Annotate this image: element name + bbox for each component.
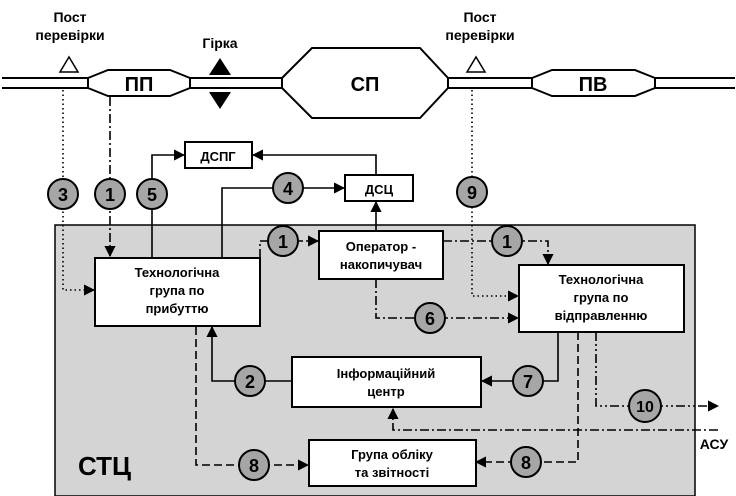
- asu-label: АСУ: [700, 436, 729, 452]
- marker-1-right: 1: [491, 225, 523, 257]
- marker-2: 2: [234, 365, 266, 397]
- post-left-line1: Пост: [53, 9, 86, 25]
- marker-8-left: 8: [238, 449, 270, 481]
- hump-label: Гірка: [202, 35, 237, 51]
- box-dsc: ДСЦ: [344, 174, 414, 202]
- box-dsc-label: ДСЦ: [365, 182, 394, 197]
- marker-4: 4: [272, 172, 304, 204]
- marker-10: 10: [628, 389, 662, 423]
- hump: Гірка: [202, 35, 238, 109]
- box-departure-line3: відправленню: [555, 308, 648, 323]
- post-right-triangle: [465, 55, 487, 73]
- post-right: Пост перевірки: [445, 9, 515, 73]
- connectors: [62, 90, 720, 471]
- box-arrival-line3: прибуттю: [146, 301, 209, 316]
- box-info-line2: центр: [367, 384, 404, 399]
- post-right-line1: Пост: [463, 9, 496, 25]
- post-left-line2: перевірки: [35, 27, 104, 43]
- box-dspg: ДСПГ: [184, 141, 253, 169]
- park-sorting-label: СП: [351, 74, 380, 96]
- park-sorting: СП: [281, 47, 449, 119]
- marker-10-text: 10: [636, 399, 654, 416]
- box-dspg-label: ДСПГ: [200, 149, 236, 164]
- marker-7: 7: [512, 365, 544, 397]
- marker-8-left-text: 8: [249, 456, 259, 476]
- park-arrival: ПП: [87, 69, 191, 97]
- box-departure-group: Технологічна група по відправленню: [518, 264, 685, 333]
- box-departure-line2: група по: [574, 290, 629, 305]
- marker-5: 5: [136, 178, 168, 210]
- marker-9: 9: [456, 176, 488, 208]
- park-arrival-label: ПП: [125, 74, 154, 96]
- marker-5-text: 5: [147, 185, 157, 205]
- box-operator: Оператор - накопичувач: [318, 230, 444, 280]
- box-arrival-line2: група по: [150, 283, 205, 298]
- hump-down-triangle: [209, 92, 231, 109]
- marker-8-right: 8: [510, 446, 542, 478]
- marker-8-right-text: 8: [521, 453, 531, 473]
- box-operator-line1: Оператор -: [346, 239, 416, 254]
- marker-6-text: 6: [425, 309, 435, 329]
- box-accounting-line1: Група обліку: [351, 447, 434, 462]
- box-arrival-group: Технологічна група по прибуттю: [94, 257, 261, 327]
- marker-1-mid: 1: [267, 225, 299, 257]
- box-operator-line2: накопичувач: [340, 257, 422, 272]
- marker-9-text: 9: [467, 183, 477, 203]
- marker-7-text: 7: [523, 372, 533, 392]
- marker-3-text: 3: [58, 185, 68, 205]
- park-departure-label: ПВ: [579, 74, 608, 96]
- box-info-center: Інформаційний центр: [291, 356, 482, 408]
- park-departure: ПВ: [531, 69, 656, 97]
- box-info-line1: Інформаційний: [337, 366, 435, 381]
- box-departure-line1: Технологічна: [559, 272, 645, 287]
- marker-6: 6: [414, 302, 446, 334]
- marker-1-right-text: 1: [502, 232, 512, 252]
- marker-1-left-text: 1: [105, 185, 115, 205]
- post-left: Пост перевірки: [35, 9, 105, 73]
- marker-1-left: 1: [94, 178, 126, 210]
- box-accounting: Група обліку та звітності: [308, 439, 477, 487]
- marker-3: 3: [47, 178, 79, 210]
- box-accounting-line2: та звітності: [355, 465, 429, 480]
- railway-track: [2, 77, 735, 89]
- marker-1-mid-text: 1: [278, 232, 288, 252]
- post-right-line2: перевірки: [445, 27, 514, 43]
- box-arrival-line1: Технологічна: [135, 265, 221, 280]
- post-left-triangle: [58, 55, 80, 73]
- marker-4-text: 4: [283, 179, 293, 199]
- marker-2-text: 2: [245, 372, 255, 392]
- stc-label: СТЦ: [78, 451, 131, 481]
- hump-up-triangle: [209, 58, 231, 75]
